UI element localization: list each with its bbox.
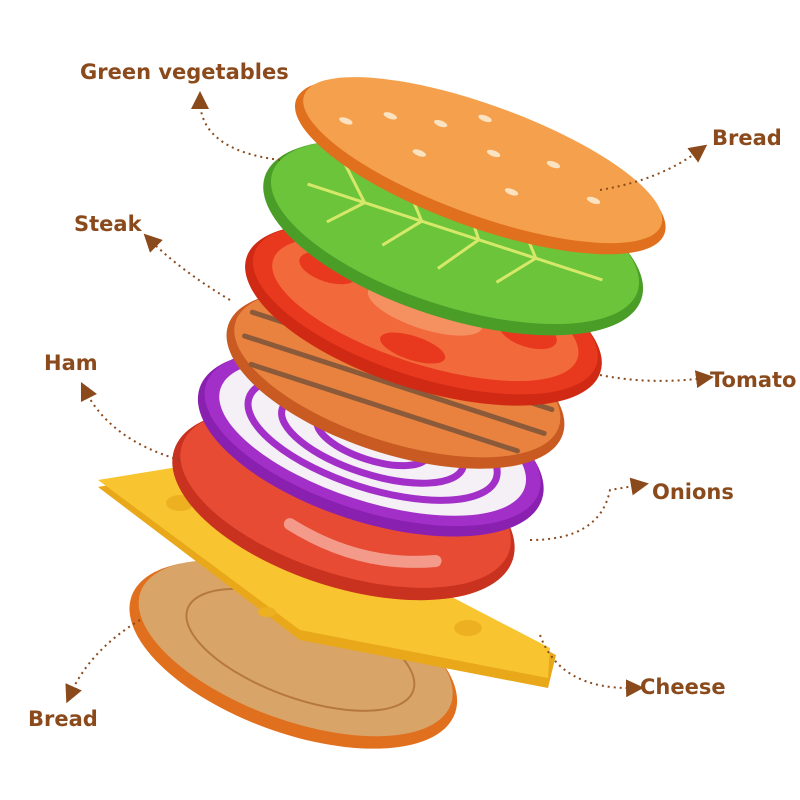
label-green-vegetables: Green vegetables [80, 60, 289, 84]
label-bread-bottom: Bread [28, 707, 98, 731]
top-bread-layer [294, 77, 666, 255]
label-bread-top: Bread [712, 126, 782, 150]
label-cheese: Cheese [640, 675, 726, 699]
label-onions: Onions [652, 480, 734, 504]
label-tomato: Tomato [710, 368, 797, 392]
lettuce-layer [263, 139, 644, 336]
label-ham: Ham [44, 351, 98, 375]
label-steak: Steak [74, 212, 142, 236]
leader-lines [65, 91, 714, 704]
